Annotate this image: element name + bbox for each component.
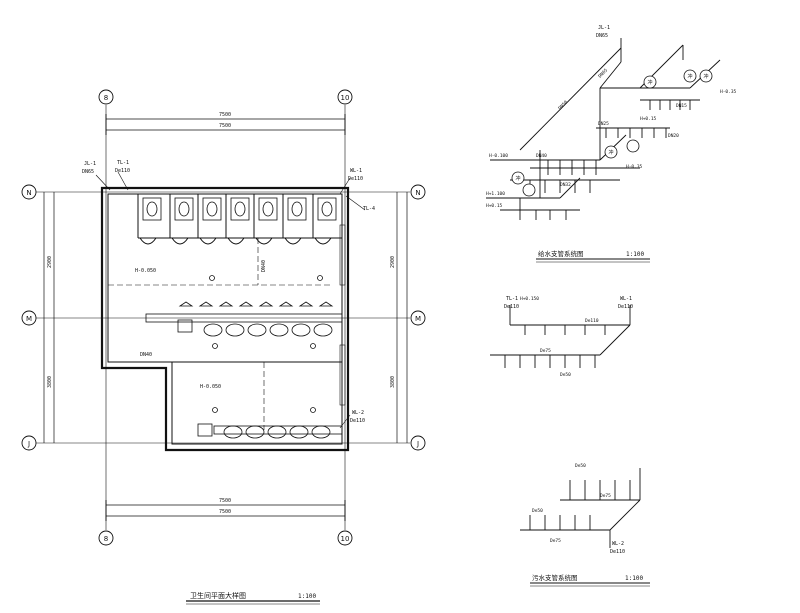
plan-tag-tl1-dn: De110 bbox=[115, 168, 130, 174]
drain2-scale: 1:100 bbox=[625, 575, 643, 582]
supply-dn-1: DN65 bbox=[597, 67, 609, 79]
floor-plan bbox=[36, 105, 410, 530]
supply-dn-6: DN20 bbox=[668, 133, 679, 139]
drain1-wl1-dn: De110 bbox=[618, 304, 633, 310]
grid-label-8-top: 8 bbox=[104, 94, 108, 102]
plan-pipe-label-left: DN40 bbox=[140, 352, 152, 358]
drain2-wl2-dn: De110 bbox=[610, 549, 625, 555]
plan-tag-tl4: TL-4 bbox=[363, 206, 375, 212]
plan-tag-wl2-dn: De110 bbox=[350, 418, 365, 424]
drain2-branch-dn-2: De50 bbox=[532, 508, 543, 514]
dim-left-lower: 3800 bbox=[47, 376, 53, 388]
plan-tag-wl1-dn: De110 bbox=[348, 176, 363, 182]
supply-dn-3: DN40 bbox=[536, 153, 547, 159]
dim-top-outer: 7500 bbox=[219, 112, 231, 118]
plan-title: 卫生间平面大样图 bbox=[190, 591, 246, 600]
supply-fixture-b: 冲 bbox=[687, 73, 692, 80]
drain1-wl1: WL-1 bbox=[620, 296, 632, 302]
grid-label-N-left: N bbox=[26, 189, 31, 197]
grid-bubbles bbox=[21, 89, 426, 546]
plan-scale: 1:100 bbox=[298, 593, 316, 600]
drain-system-diagram-2 bbox=[520, 468, 641, 548]
supply-fixture-a: 冲 bbox=[647, 79, 652, 86]
grid-label-N-right: N bbox=[415, 189, 420, 197]
plan-tag-wl1: WL-1 bbox=[350, 168, 362, 174]
supply-jl1-dn: DN65 bbox=[596, 33, 608, 39]
supply-level-3: H+0.15 bbox=[640, 116, 657, 122]
grid-label-10-top: 10 bbox=[341, 94, 350, 102]
grid-label-M-right: M bbox=[415, 315, 421, 323]
drain2-main-dn-2: De75 bbox=[550, 538, 561, 544]
supply-level-5: H-0.35 bbox=[626, 164, 643, 170]
drain1-main-dn: De110 bbox=[585, 318, 599, 324]
dim-top-inner: 7500 bbox=[219, 123, 231, 129]
drain1-tl1: TL-1 bbox=[506, 296, 518, 302]
plan-pipe-label-mid: DN40 bbox=[261, 260, 267, 272]
dim-left-upper: 2900 bbox=[47, 256, 53, 268]
supply-jl1: JL-1 bbox=[598, 25, 610, 31]
drain-system-diagram-1 bbox=[490, 305, 631, 368]
supply-level-2: H-0.100 bbox=[489, 153, 508, 159]
supply-title: 给水支管系统图 bbox=[538, 249, 584, 258]
drain2-branch-dn-1: De50 bbox=[575, 463, 586, 469]
drain2-title: 污水支管系统图 bbox=[532, 573, 578, 582]
supply-dn-4: DN32 bbox=[560, 182, 571, 188]
supply-dn-7: DN15 bbox=[676, 103, 687, 109]
plan-tag-wl2: WL-2 bbox=[352, 410, 364, 416]
drain1-small-dn: De50 bbox=[560, 372, 571, 378]
supply-level-4: H+1.100 bbox=[486, 191, 505, 197]
drain2-wl2: WL-2 bbox=[612, 541, 624, 547]
supply-system-diagram bbox=[486, 38, 721, 220]
plan-tag-jl1: JL-1 bbox=[84, 161, 96, 167]
drain1-level: H+0.150 bbox=[520, 296, 539, 302]
supply-dn-2: DN50 bbox=[557, 99, 569, 111]
dim-bottom-inner: 7500 bbox=[219, 509, 231, 515]
supply-fixture-c: 冲 bbox=[703, 73, 708, 80]
grid-label-8-bottom: 8 bbox=[104, 535, 108, 543]
supply-fixture-e: 冲 bbox=[515, 175, 520, 182]
plan-tag-jl1-dn: DN65 bbox=[82, 169, 94, 175]
plan-level-upper: H-0.050 bbox=[135, 268, 156, 274]
grid-label-M-left: M bbox=[26, 315, 32, 323]
grid-label-J-left: J bbox=[27, 440, 30, 448]
dim-right-upper: 2900 bbox=[390, 256, 396, 268]
dim-bottom-outer: 7500 bbox=[219, 498, 231, 504]
supply-scale: 1:100 bbox=[626, 251, 644, 258]
drain1-tl1-dn: De110 bbox=[504, 304, 519, 310]
plan-tag-tl1: TL-1 bbox=[117, 160, 129, 166]
grid-label-J-right: J bbox=[416, 440, 419, 448]
supply-level-1: H-0.35 bbox=[720, 89, 737, 95]
plan-level-lower: H-0.050 bbox=[200, 384, 221, 390]
supply-fixture-d: 冲 bbox=[608, 149, 613, 156]
grid-label-10-bottom: 10 bbox=[341, 535, 350, 543]
supply-dn-5: DN25 bbox=[598, 121, 609, 127]
supply-level-6: H+0.15 bbox=[486, 203, 503, 209]
drain2-main-dn-1: De75 bbox=[600, 493, 611, 499]
drain1-branch-dn: De75 bbox=[540, 348, 551, 354]
dim-right-lower: 3800 bbox=[390, 376, 396, 388]
supply-fixture-bubbles bbox=[511, 69, 713, 197]
